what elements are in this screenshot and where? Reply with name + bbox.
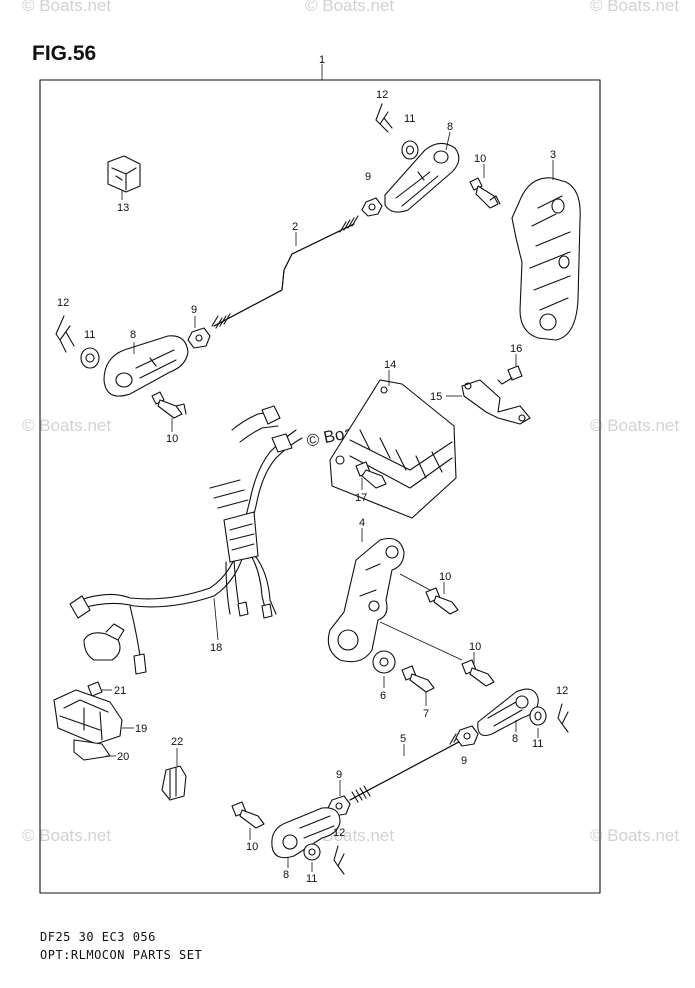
part-12-pin (333, 845, 345, 875)
part-16-screw (497, 365, 523, 385)
part-12-pin (375, 103, 393, 133)
part-12-pin (55, 315, 75, 353)
callout: 1 (319, 54, 325, 66)
part-20-plate (73, 739, 111, 761)
part-4-link-arm (327, 537, 405, 663)
part-2-cable (211, 215, 359, 329)
part-14-plate (329, 379, 457, 519)
callout: 20 (117, 751, 129, 763)
part-9-nut (187, 327, 211, 349)
callout: 10 (166, 433, 178, 445)
callout: 12 (57, 297, 69, 309)
callout: 12 (376, 89, 388, 101)
callout: 17 (355, 492, 367, 504)
callout: 15 (430, 391, 442, 403)
callout: 9 (336, 769, 342, 781)
part-9-nut (361, 197, 383, 217)
part-6-washer (372, 650, 396, 674)
callout: 22 (171, 736, 183, 748)
callout: 8 (283, 869, 289, 881)
watermark: © Boats.net (590, 0, 680, 15)
part-5-cable (349, 729, 471, 803)
callout: 13 (117, 202, 129, 214)
callout: 8 (447, 121, 453, 133)
callout: 16 (510, 343, 522, 355)
callout: 11 (404, 113, 415, 125)
callout: 14 (384, 359, 396, 371)
part-11-washer (401, 140, 419, 160)
part-10-bolt (231, 801, 265, 829)
part-19-switch-housing (53, 689, 123, 745)
watermark: © Boats.net (22, 826, 112, 845)
callout: 10 (474, 153, 486, 165)
callout: 11 (84, 329, 95, 341)
callout: 18 (210, 642, 222, 654)
callout: 5 (400, 733, 406, 745)
footer-name: OPT:RLMOCON PARTS SET (40, 948, 203, 962)
part-10-bolt (425, 587, 459, 615)
watermark: © Boats.net (590, 826, 680, 845)
callout: 8 (130, 329, 136, 341)
watermark: © Boats.net (305, 0, 395, 15)
footer-code: DF25 30 EC3 056 (40, 930, 156, 944)
part-12-pin (557, 703, 569, 733)
part-10-bolt (461, 659, 495, 687)
figure-title: FIG.56 (32, 42, 97, 65)
watermark: © Boats.net (590, 416, 680, 435)
part-8-cable-end (384, 142, 460, 213)
callout: 8 (512, 733, 518, 745)
part-11-washer (80, 347, 100, 369)
part-10-bolt (469, 177, 501, 209)
callout: 11 (306, 873, 317, 885)
callout: 21 (114, 685, 126, 697)
part-11-washer (303, 843, 321, 861)
callout: 12 (556, 685, 568, 697)
part-15-bracket (461, 379, 531, 425)
part-7-bolt (401, 665, 435, 693)
callout-labels: 1 12 11 8 9 10 3 13 2 12 9 11 8 10 14 16… (57, 54, 568, 885)
part-10-bolt (151, 391, 187, 419)
callout: 2 (292, 221, 298, 233)
part-17-bolt (355, 461, 387, 489)
part-8-cable-end (271, 807, 341, 859)
part-18-wire-harness (69, 405, 303, 675)
callout: 10 (246, 841, 258, 853)
part-3-bracket (511, 177, 581, 341)
callout: 7 (423, 708, 429, 720)
part-8-cable-end (103, 335, 189, 397)
callout: 6 (380, 690, 386, 702)
callout: 4 (359, 517, 365, 529)
watermark: © Boats.net (22, 416, 112, 435)
part-11-washer (529, 706, 547, 726)
callout: 12 (333, 827, 345, 839)
part-13-clip (107, 155, 141, 193)
callout: 9 (365, 171, 371, 183)
callout: 10 (439, 571, 451, 583)
callout: 9 (461, 755, 467, 767)
callout: 3 (550, 149, 556, 161)
callout: 11 (532, 738, 543, 750)
part-8-cable-end (477, 688, 539, 737)
part-9-nut (455, 725, 479, 747)
part-22-clip (161, 765, 187, 801)
callout: 10 (469, 641, 481, 653)
assembly-frame (39, 79, 601, 894)
callout: 9 (191, 304, 197, 316)
callout: 19 (135, 723, 147, 735)
watermark: © Boats.net (22, 0, 112, 15)
